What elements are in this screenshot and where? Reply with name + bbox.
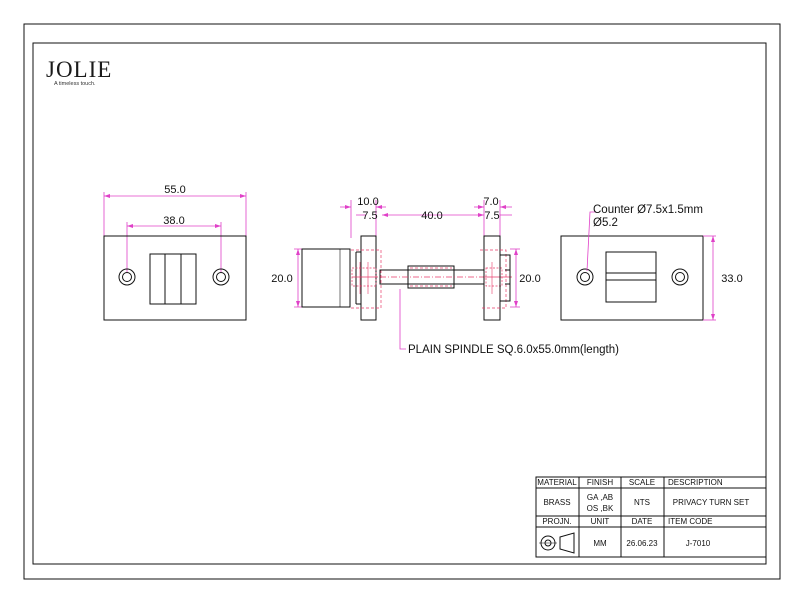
- header-description: DESCRIPTION: [668, 478, 723, 487]
- brand-tagline: A timeless touch.: [54, 81, 96, 87]
- projection-symbol-icon: [539, 532, 575, 554]
- spindle-note: PLAIN SPINDLE SQ.6.0x55.0mm(length): [408, 344, 619, 356]
- dim-right-plate: 7.0: [483, 196, 498, 208]
- date-value: 26.06.23: [626, 539, 658, 548]
- brand-name: JOLIE: [46, 57, 112, 82]
- back-view: Counter Ø7.5x1.5mm Ø5.2 33.0: [560, 204, 743, 321]
- dim-front-width: 55.0: [164, 184, 185, 196]
- dim-left-offset: 7.5: [362, 210, 377, 222]
- dim-left-height: 20.0: [271, 273, 292, 285]
- header-date: DATE: [632, 517, 653, 526]
- outer-border: [23, 23, 781, 580]
- brand-logo: JOLIE A timeless touch.: [46, 57, 112, 87]
- header-scale: SCALE: [629, 478, 655, 487]
- hole-note: Ø5.2: [593, 217, 618, 229]
- description-value: PRIVACY TURN SET: [673, 498, 750, 507]
- material-value: BRASS: [543, 498, 570, 507]
- header-finish: FINISH: [587, 478, 613, 487]
- dim-spindle-span: 40.0: [421, 210, 442, 222]
- header-unit: UNIT: [591, 517, 610, 526]
- unit-value: MM: [593, 539, 607, 548]
- dim-left-plate: 10.0: [357, 196, 378, 208]
- finish-line-2: OS ,BK: [587, 504, 614, 513]
- finish-line-1: GA ,AB: [587, 493, 613, 502]
- dim-right-offset: 7.5: [484, 210, 499, 222]
- counter-note: Counter Ø7.5x1.5mm: [593, 204, 703, 216]
- header-item-code: ITEM CODE: [668, 517, 712, 526]
- title-block: MATERIAL FINISH SCALE DESCRIPTION BRASS …: [535, 476, 767, 558]
- dim-front-hole-spacing: 38.0: [163, 215, 184, 227]
- item-code-value: J-7010: [686, 539, 711, 548]
- header-material: MATERIAL: [537, 478, 577, 487]
- dim-back-height: 33.0: [721, 273, 742, 285]
- side-view: 10.0 7.5 40.0 7.0 7.5 20.0: [271, 196, 619, 356]
- inner-border: [32, 42, 767, 565]
- header-projection: PROJN.: [542, 517, 571, 526]
- scale-value: NTS: [634, 498, 650, 507]
- front-view: 55.0 38.0: [103, 184, 247, 321]
- dim-right-height: 20.0: [519, 273, 540, 285]
